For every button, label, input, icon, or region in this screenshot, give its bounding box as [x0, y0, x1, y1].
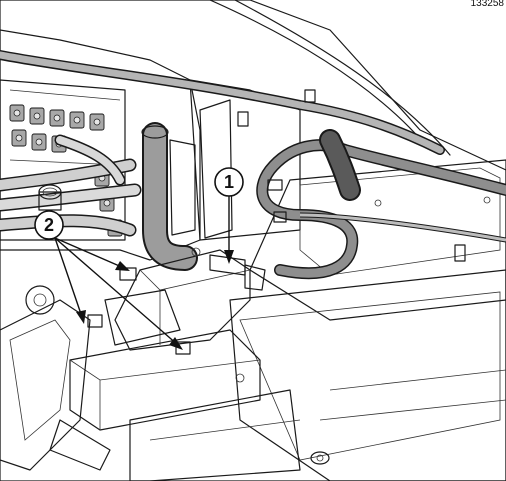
lower-frame — [0, 285, 301, 481]
callout-1: 1 — [214, 167, 244, 197]
callout-1-label: 1 — [224, 172, 234, 192]
figure-reference-number: 133258 — [471, 0, 505, 9]
fuse-box — [87, 247, 266, 355]
relay-block — [0, 79, 126, 241]
callout-2: 2 — [34, 210, 64, 240]
callout-2-label: 2 — [44, 215, 54, 235]
vertical-hose — [141, 122, 198, 271]
wiring-harness — [0, 134, 142, 237]
callout-leaders — [54, 196, 234, 350]
black-cable — [237, 89, 506, 280]
